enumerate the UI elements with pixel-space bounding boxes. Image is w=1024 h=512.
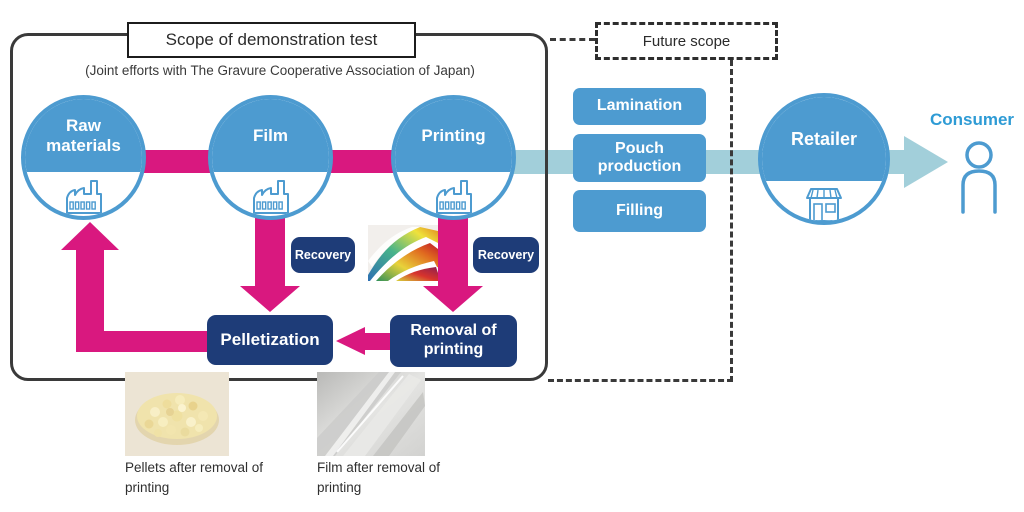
- recovery-tag-printing: Recovery: [473, 237, 539, 273]
- arrow-printing-recovery-head: [423, 286, 483, 312]
- film-caption: Film after removal of printing: [317, 460, 441, 496]
- flow-arrow-head: [904, 136, 948, 188]
- person-icon: [958, 140, 1000, 219]
- node-printing: Printing: [391, 95, 516, 220]
- arrow-removal-to-pelletization-head: [336, 327, 365, 355]
- clear-film-photo: [317, 372, 425, 456]
- arrow-film-recovery: [255, 214, 285, 286]
- arrow-loop-horizontal: [76, 331, 208, 352]
- consumer-label: Consumer: [929, 110, 1015, 129]
- process-pelletization: Pelletization: [207, 315, 333, 365]
- pellets-caption: Pellets after removal of printing: [125, 460, 264, 496]
- factory-icon: [25, 176, 142, 216]
- step-lamination: Lamination: [573, 88, 706, 125]
- process-removal-of-printing: Removal of printing: [390, 315, 517, 367]
- node-film: Film: [208, 95, 333, 220]
- node-raw-materials: Raw materials: [21, 95, 146, 220]
- printed-color-samples-photo: [368, 225, 438, 281]
- dashed-connector: [550, 38, 595, 41]
- node-retailer-label: Retailer: [790, 128, 858, 149]
- node-film-label: Film: [253, 125, 288, 145]
- arrow-film-recovery-head: [240, 286, 300, 312]
- scope-title: Scope of demonstration test: [127, 22, 416, 58]
- step-filling: Filling: [573, 190, 706, 232]
- scope-subtitle: (Joint efforts with The Gravure Cooperat…: [85, 63, 475, 78]
- link-raw-to-film: [142, 150, 212, 173]
- node-retailer: Retailer: [758, 93, 890, 225]
- storefront-icon: [762, 185, 886, 221]
- step-pouch-production: Pouch production: [573, 134, 706, 182]
- arrow-loop-head: [61, 222, 119, 250]
- link-film-to-printing: [331, 150, 393, 173]
- node-printing-label: Printing: [421, 125, 486, 145]
- factory-icon: [395, 176, 512, 216]
- factory-icon: [212, 176, 329, 216]
- future-scope-dashed-bottom-border: [548, 379, 733, 382]
- arrow-printing-recovery: [438, 214, 468, 286]
- arrow-removal-to-pelletization: [365, 333, 391, 350]
- recycled-pellets-photo: [125, 372, 229, 456]
- future-scope-title: Future scope: [595, 22, 778, 60]
- future-scope-dashed-right-border: [730, 60, 733, 382]
- recovery-tag-film: Recovery: [291, 237, 355, 273]
- node-raw-materials-label: Raw materials: [46, 116, 121, 155]
